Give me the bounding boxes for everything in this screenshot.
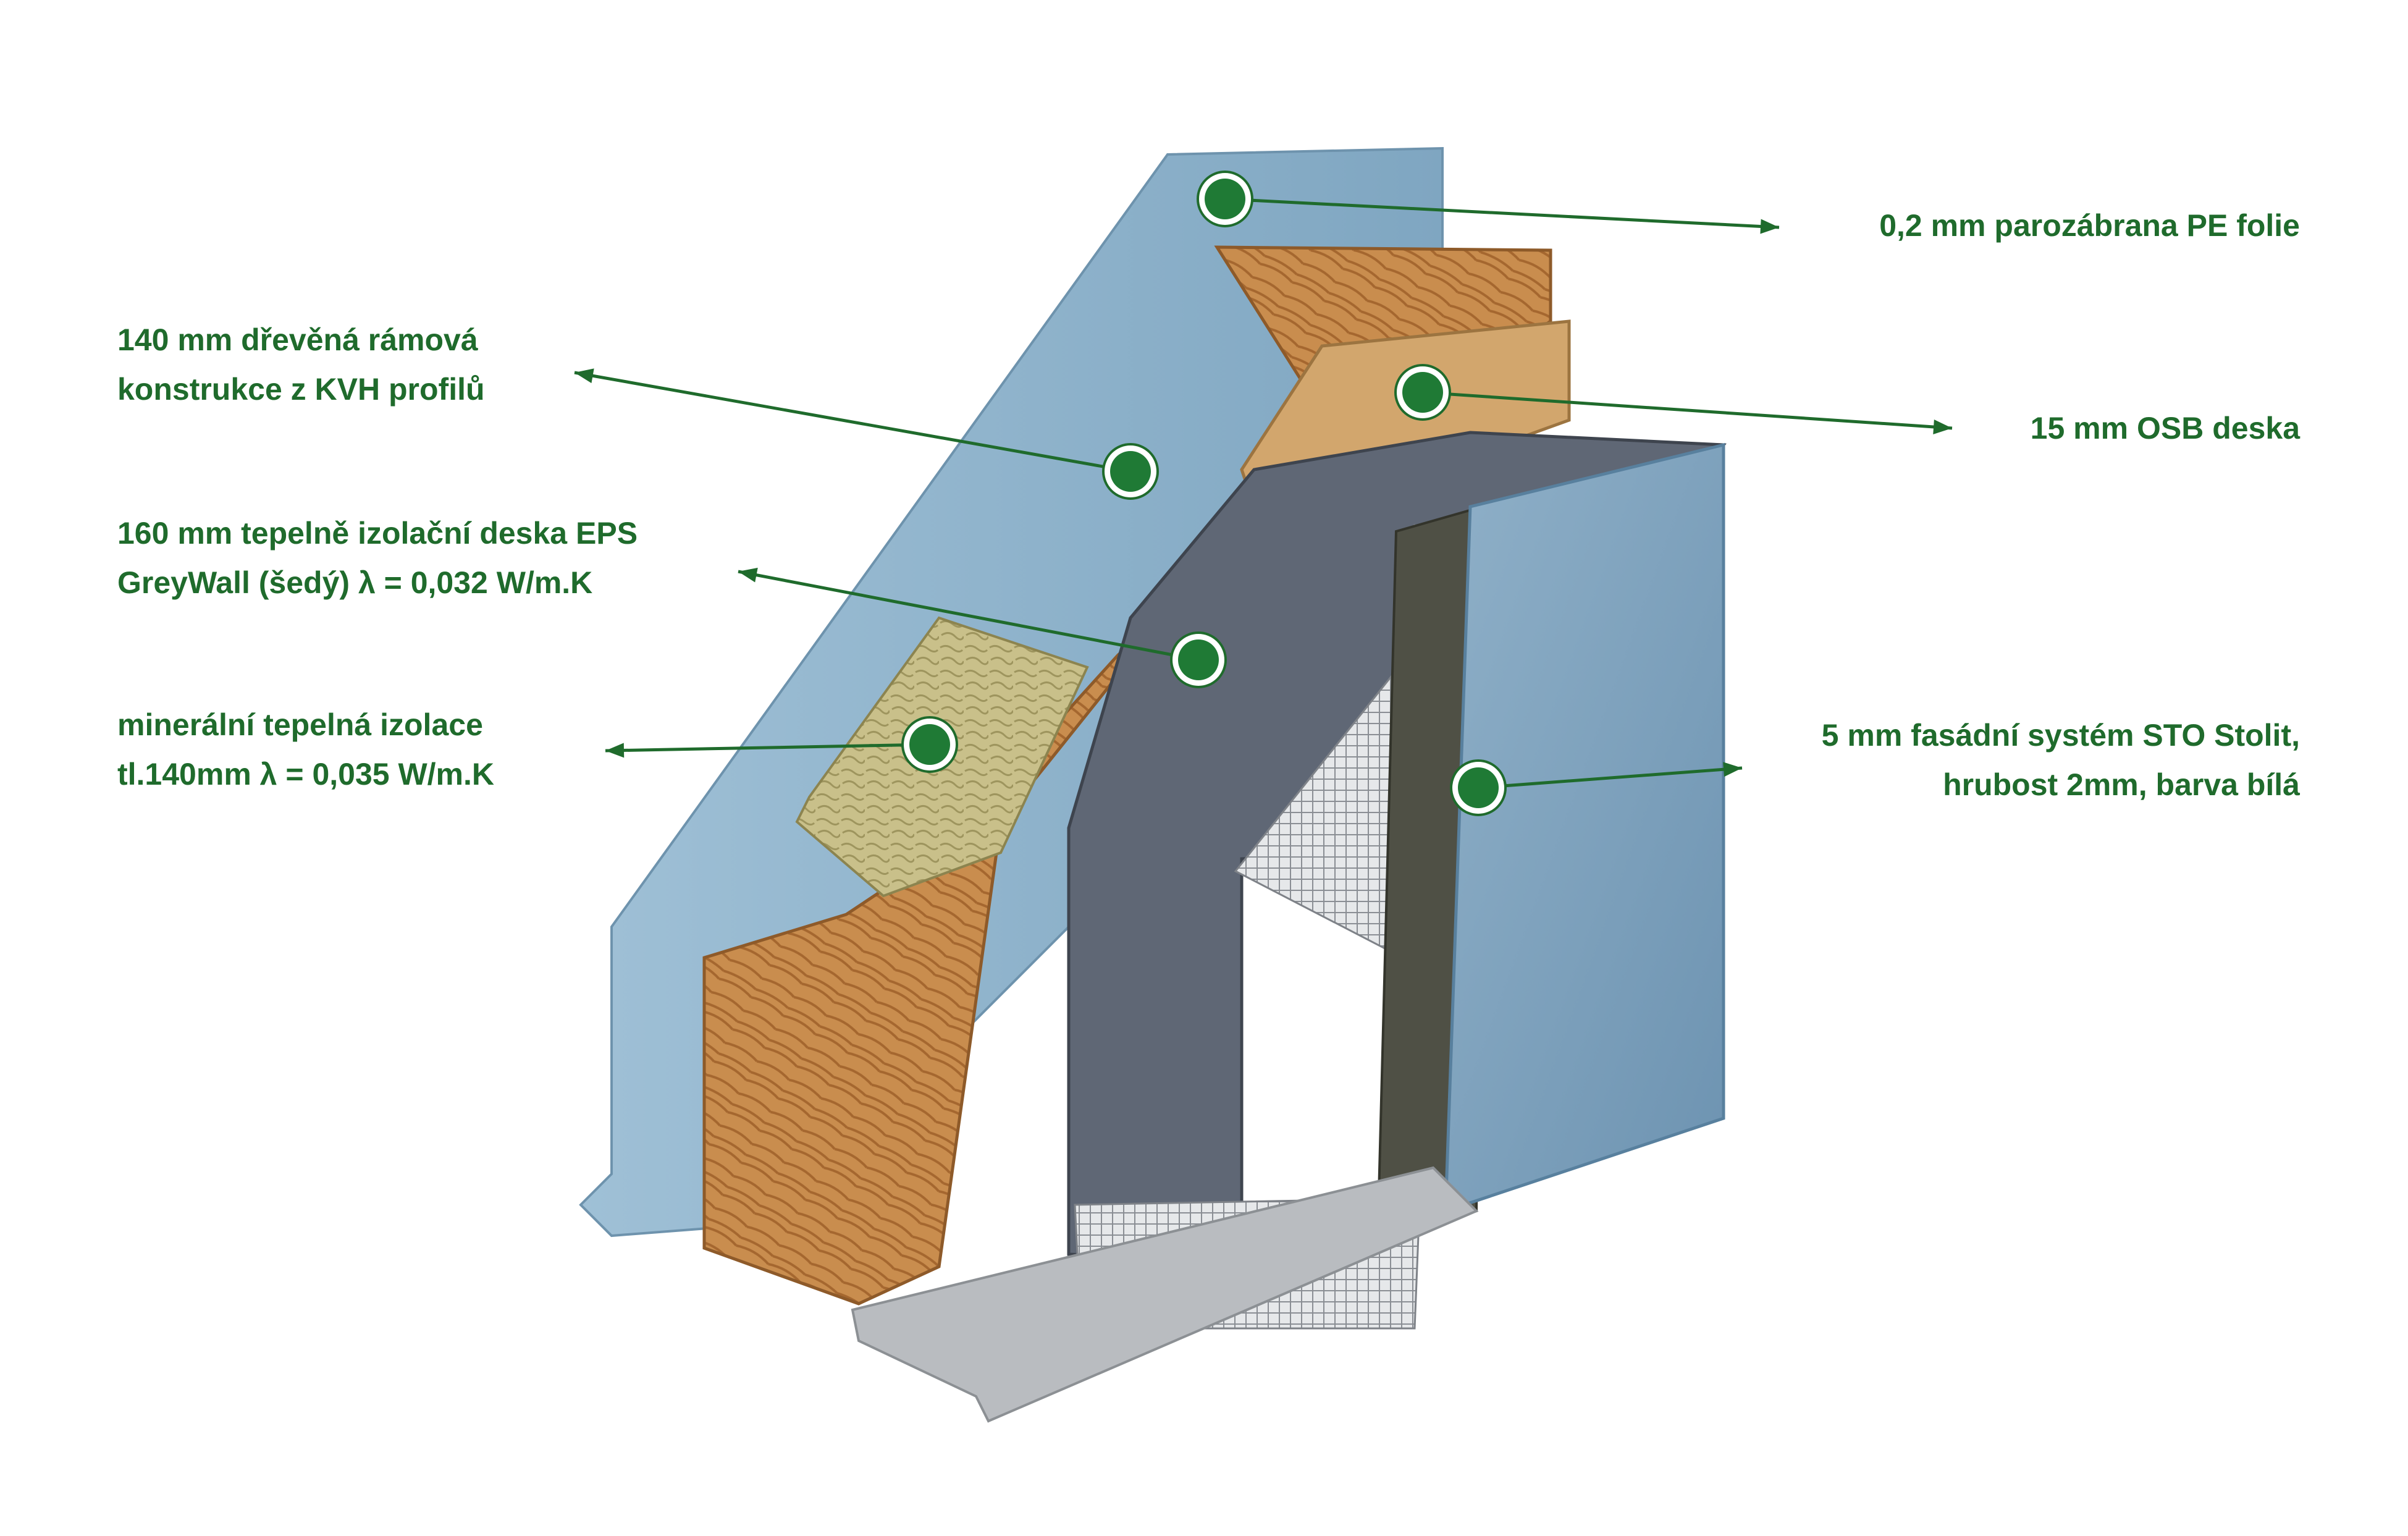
- label-facade-line-2: hrubost 2mm, barva bílá: [1943, 767, 2300, 802]
- label-pe-foil: 0,2 mm parozábrana PE folie: [1879, 201, 2300, 250]
- arrowhead-eps: [738, 567, 758, 583]
- marker-dot-osb: [1402, 372, 1443, 413]
- arrowhead-kvh-frame: [575, 368, 594, 384]
- label-facade: 5 mm fasádní systém STO Stolit, hrubost …: [1822, 711, 2300, 809]
- marker-dot-pe-foil: [1205, 179, 1245, 219]
- label-pe-foil-line-1: 0,2 mm parozábrana PE folie: [1879, 208, 2300, 243]
- label-eps-line-2: GreyWall (šedý) λ = 0,032 W/m.K: [117, 565, 593, 600]
- leader-line-kvh-frame: [574, 371, 1131, 473]
- facade-render-layer: [1444, 442, 1725, 1213]
- label-osb: 15 mm OSB deska: [2031, 403, 2300, 453]
- leader-line-mineral: [605, 743, 930, 753]
- arrowhead-osb: [1933, 420, 1952, 434]
- arrowhead-pe-foil: [1760, 219, 1779, 234]
- arrowhead-facade: [1723, 762, 1742, 777]
- label-osb-line-1: 15 mm OSB deska: [2030, 411, 2300, 445]
- label-eps: 160 mm tepelně izolační deska EPS GreyWa…: [117, 508, 638, 607]
- label-mineral-line-2: tl.140mm λ = 0,035 W/m.K: [117, 757, 495, 791]
- leader-line-pe-foil: [1224, 197, 1780, 229]
- label-kvh-frame-line-1: 140 mm dřevěná rámová: [117, 323, 478, 357]
- label-kvh-frame: 140 mm dřevěná rámová konstrukce z KVH p…: [117, 315, 485, 414]
- arrowhead-mineral: [605, 743, 625, 758]
- base-profile: [851, 1166, 1479, 1423]
- label-eps-line-1: 160 mm tepelně izolační deska EPS: [117, 516, 638, 551]
- leader-line-eps: [738, 570, 1199, 662]
- label-mineral: minerální tepelná izolace tl.140mm λ = 0…: [117, 700, 494, 799]
- layer-markers: [901, 171, 1507, 816]
- label-kvh-frame-line-2: konstrukce z KVH profilů: [117, 372, 485, 407]
- marker-dot-kvh-frame: [1110, 451, 1151, 492]
- marker-dot-eps: [1178, 639, 1219, 680]
- leader-line-osb: [1422, 390, 1953, 430]
- marker-dot-facade: [1458, 767, 1499, 808]
- leader-line-facade: [1478, 766, 1743, 790]
- leader-lines: [574, 197, 1953, 790]
- label-facade-line-1: 5 mm fasádní systém STO Stolit,: [1821, 718, 2300, 753]
- marker-dot-mineral: [909, 724, 950, 765]
- label-mineral-line-1: minerální tepelná izolace: [117, 707, 483, 742]
